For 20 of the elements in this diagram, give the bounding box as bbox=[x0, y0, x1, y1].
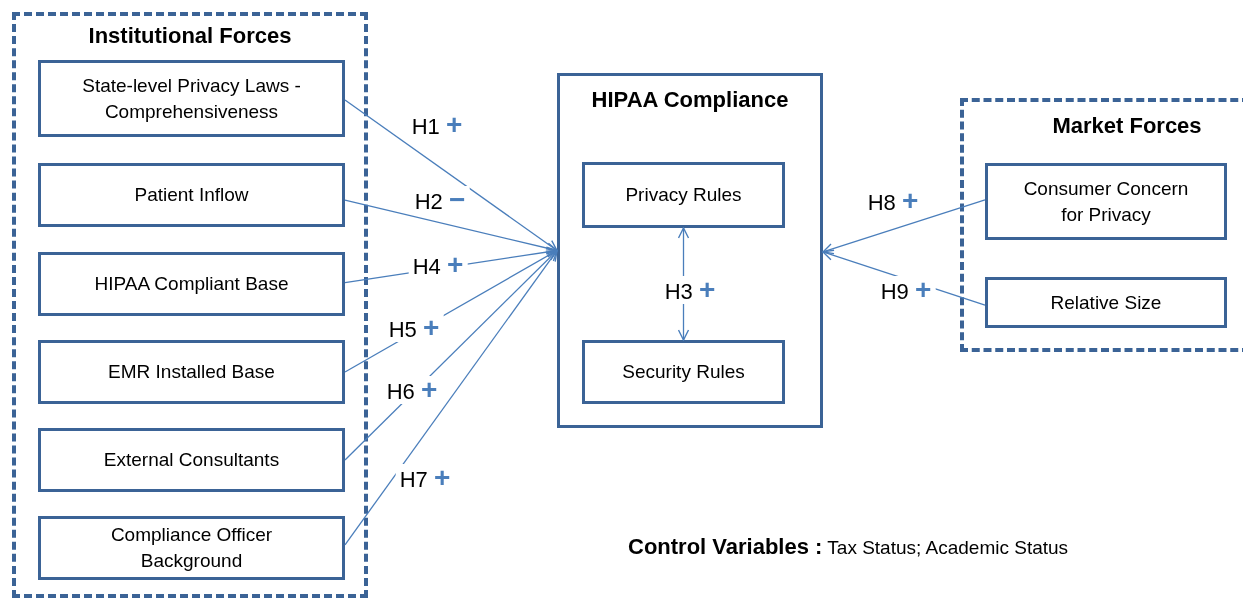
factor-box: State-level Privacy Laws - Comprehensiveness bbox=[38, 60, 345, 137]
factor-box: External Consultants bbox=[38, 428, 345, 492]
dashed-group-box bbox=[12, 12, 368, 598]
factor-box: HIPAA Compliant Base bbox=[38, 252, 345, 316]
arrow bbox=[822, 199, 986, 255]
group-heading: Market Forces bbox=[1051, 112, 1203, 140]
arrow bbox=[344, 199, 558, 254]
group-heading: Institutional Forces bbox=[87, 22, 293, 50]
factor-box: Privacy Rules bbox=[582, 162, 785, 228]
factor-box: Patient Inflow bbox=[38, 163, 345, 227]
factor-box: Compliance Officer Background bbox=[38, 516, 345, 580]
dashed-group-box bbox=[960, 98, 1243, 352]
arrow bbox=[344, 99, 558, 252]
group-heading: HIPAA Compliance bbox=[590, 86, 790, 114]
group-box bbox=[557, 73, 823, 428]
note-text: Control Variables : Tax Status; Academic Status bbox=[628, 533, 1069, 561]
factor-box: Security Rules bbox=[582, 340, 785, 404]
factor-box: Consumer Concern for Privacy bbox=[985, 163, 1227, 240]
factor-box: EMR Installed Base bbox=[38, 340, 345, 404]
factor-box: Relative Size bbox=[985, 277, 1227, 328]
